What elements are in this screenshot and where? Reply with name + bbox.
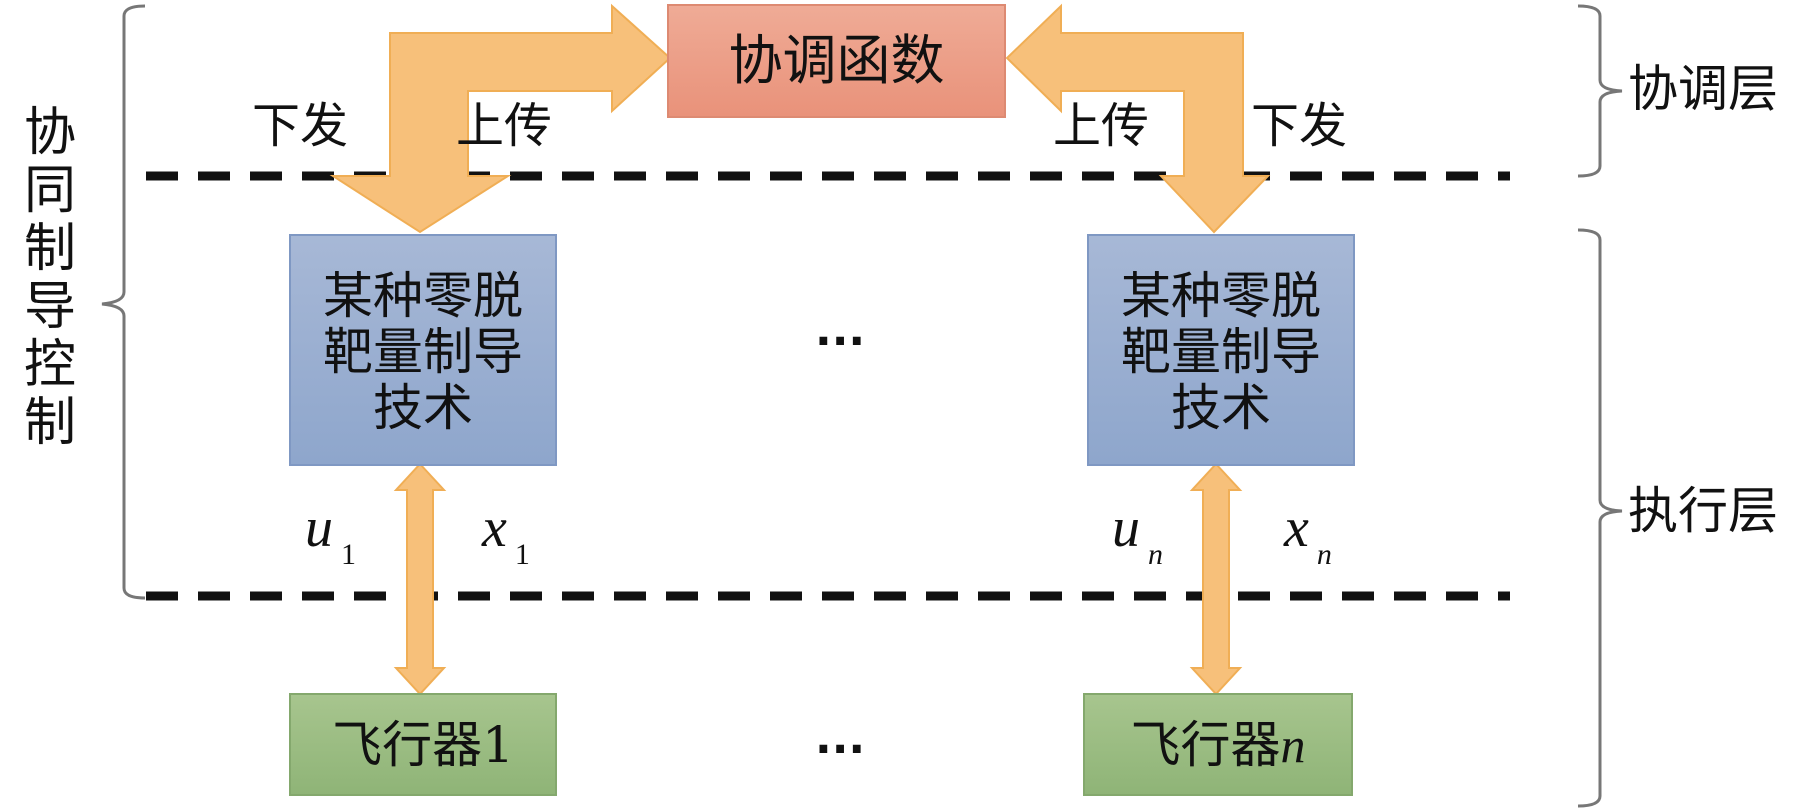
left-group-label-char: 同: [23, 161, 76, 221]
left-signal-arrow: [393, 462, 447, 696]
execution-layer-brace: [1577, 228, 1623, 808]
left-group-label-char: 控: [23, 335, 76, 395]
left-down-label: 下发: [252, 98, 349, 154]
left-group-label-char: 制: [23, 393, 76, 453]
guidance-technique-box-1: 某种零脱 靶量制导 技术: [289, 234, 557, 466]
coordination-function-box: 协调函数: [667, 4, 1006, 118]
left-group-brace: [101, 4, 146, 600]
bottom-ellipsis: ···: [815, 724, 866, 775]
middle-ellipsis: ···: [815, 316, 866, 367]
guidance-technique-n-line-3: 技术: [1171, 379, 1271, 437]
right-bent-arrow: [1005, 3, 1271, 234]
coordination-layer-brace: [1577, 4, 1623, 178]
guidance-technique-n-line-2: 靶量制导: [1121, 323, 1321, 381]
coordination-function-label: 协调函数: [728, 28, 945, 92]
left-group-label-char: 协: [23, 103, 76, 163]
left-group-label-char: 导: [23, 277, 76, 337]
coordination-layer-label: 协调层: [1628, 60, 1778, 118]
vehicle-1-label: 飞行器1: [332, 715, 514, 774]
left-up-label: 上传: [456, 98, 553, 154]
left-bent-arrow: [329, 3, 672, 234]
guidance-technique-1-line-1: 某种零脱: [323, 267, 523, 325]
vehicle-box-1: 飞行器1: [289, 693, 557, 796]
vehicle-box-n: 飞行器n: [1083, 693, 1353, 796]
left-group-label-char: 制: [23, 219, 76, 279]
right-down-label: 下发: [1251, 98, 1348, 154]
guidance-technique-box-n: 某种零脱 靶量制导 技术: [1087, 234, 1355, 466]
guidance-technique-1-line-3: 技术: [373, 379, 473, 437]
vehicle-n-label: 飞行器n: [1130, 715, 1306, 774]
left-group-label: 协同制导控制: [22, 104, 78, 452]
right-up-label: 上传: [1053, 98, 1150, 154]
right-signal-arrow: [1189, 462, 1243, 696]
execution-layer-label: 执行层: [1628, 482, 1778, 540]
guidance-technique-n-line-1: 某种零脱: [1121, 267, 1321, 325]
guidance-technique-1-line-2: 靶量制导: [323, 323, 523, 381]
